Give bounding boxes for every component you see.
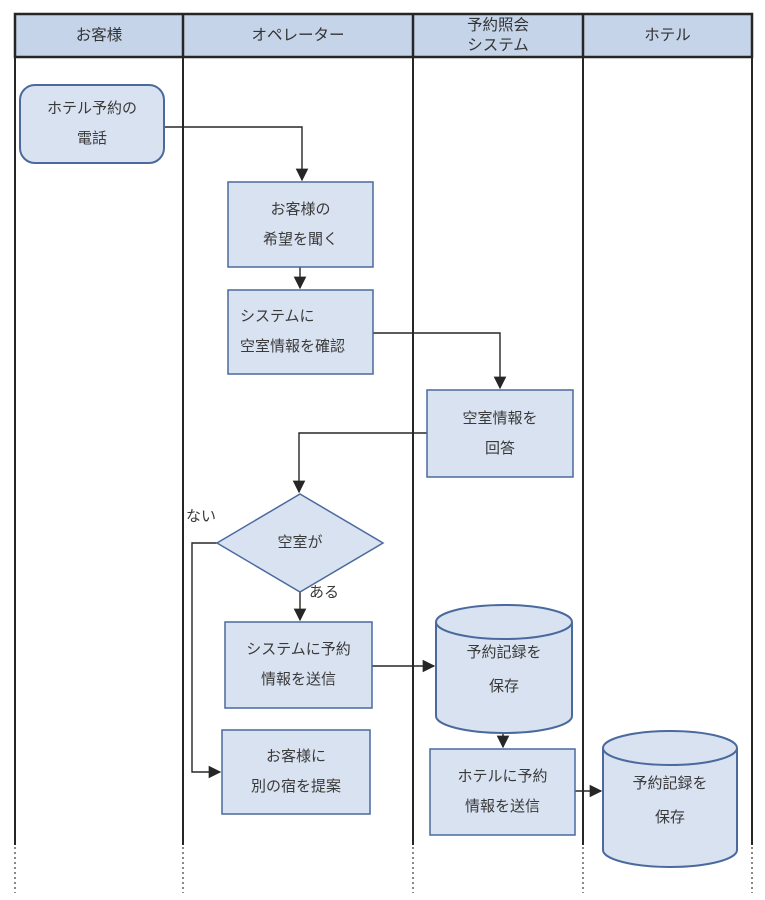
database-hotel-top: [602, 730, 738, 766]
database-system-top: [435, 604, 573, 640]
decision-vacancy-shape: [215, 493, 385, 593]
branch-label-yes: ある: [309, 584, 340, 601]
branch-label-no: ない: [186, 508, 217, 525]
connector-check-to-answer: [373, 332, 507, 390]
terminator-start-shape: [19, 84, 165, 164]
lane-header-band: [13, 12, 754, 59]
connector-start-to-listen: [164, 126, 309, 182]
process-listen-shape: [227, 181, 374, 268]
process-propose-alternative-shape: [221, 729, 371, 815]
database-hotel-body: [602, 748, 738, 868]
lane-label-operator: オペレーター: [251, 26, 345, 44]
lane-label-customer: お客様: [75, 26, 123, 44]
lane-label-system: 予約照会 システム: [466, 17, 529, 54]
connector-decision-no: [191, 542, 222, 779]
connector-answer-to-decision: [292, 432, 427, 494]
process-check-vacancy-shape: [227, 289, 374, 375]
process-send-reservation-shape: [224, 621, 373, 709]
process-send-to-hotel-shape: [429, 748, 576, 836]
database-system-body: [435, 622, 573, 734]
process-answer-vacancy-shape: [426, 389, 574, 478]
lane-label-hotel: ホテル: [644, 26, 691, 44]
